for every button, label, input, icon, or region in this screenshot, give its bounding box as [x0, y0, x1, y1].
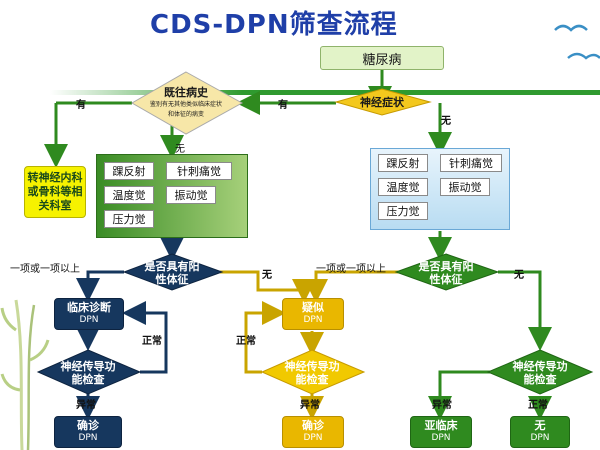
test-ankle-reflex-right: 踝反射	[378, 154, 428, 172]
label-normal-right: 正常	[528, 400, 548, 411]
confirm-title-middle: 确诊	[302, 419, 324, 432]
confirm-sub-middle: DPN	[303, 433, 323, 443]
subclinical-sub: DPN	[431, 433, 451, 443]
label-wu-right-decision: 无	[514, 270, 524, 281]
label-wu-history: 无	[175, 144, 185, 155]
positive-sign-label-left: 是否具有阳性体征	[144, 260, 200, 286]
history-title: 既往病史	[164, 86, 208, 99]
clinical-sub: DPN	[79, 315, 99, 325]
test-pinprick-left: 针刺痛觉	[166, 162, 232, 180]
nerve-test-label-left: 神经传导功能检查	[60, 360, 116, 386]
label-you-right: 有	[278, 100, 288, 111]
label-normal-left: 正常	[142, 336, 162, 347]
suspected-sub: DPN	[303, 315, 323, 325]
label-abnormal-left: 异常	[76, 400, 96, 411]
label-wu-right: 无	[441, 116, 451, 127]
positive-sign-diamond-left	[122, 253, 224, 291]
diabetes-label: 糖尿病	[362, 52, 402, 68]
history-line2: 和体征的病变	[167, 111, 204, 118]
transfer-text: 转神经内科或骨科等相关科室	[27, 171, 83, 212]
positive-sign-label-right: 是否具有阳性体征	[418, 260, 474, 286]
history-diamond	[130, 71, 244, 135]
diabetes-start-box: 糖尿病	[320, 46, 444, 70]
nerve-test-diamond-middle	[260, 349, 366, 395]
label-abnormal-right: 异常	[432, 400, 452, 411]
suspected-title: 疑似	[302, 301, 324, 314]
bird-icon	[567, 52, 600, 60]
bird-icon	[554, 24, 588, 32]
neuro-symptom-diamond	[334, 88, 432, 116]
nerve-test-label-right: 神经传导功能检查	[512, 360, 568, 386]
clinical-title: 临床诊断	[67, 301, 111, 314]
confirm-sub-left: DPN	[78, 433, 98, 443]
no-dpn-sub: DPN	[530, 433, 550, 443]
test-vibration-right: 振动觉	[440, 178, 490, 196]
subclinical-box: 亚临床 DPN	[410, 416, 472, 448]
test-pressure-left: 压力觉	[104, 210, 154, 228]
confirm-title-left: 确诊	[77, 419, 99, 432]
test-pressure-right: 压力觉	[378, 202, 428, 220]
test-temperature-right: 温度觉	[378, 178, 428, 196]
confirm-box-left: 确诊 DPN	[54, 416, 122, 448]
suspected-box: 疑似 DPN	[282, 298, 344, 330]
page-title: CDS-DPN筛查流程	[150, 10, 398, 40]
test-temperature-left: 温度觉	[104, 186, 154, 204]
neuro-symptom-label: 神经症状	[346, 94, 418, 110]
no-dpn-title: 无	[534, 419, 546, 432]
subclinical-title: 亚临床	[424, 419, 458, 432]
label-abnormal-middle: 异常	[300, 400, 320, 411]
neuro-symptom-text: 神经症状	[360, 96, 404, 109]
positive-sign-diamond-right	[394, 253, 500, 291]
test-pinprick-right: 针刺痛觉	[440, 154, 502, 172]
test-ankle-reflex-left: 踝反射	[104, 162, 154, 180]
transfer-box: 转神经内科或骨科等相关科室	[24, 166, 86, 218]
test-vibration-left: 振动觉	[166, 186, 216, 204]
label-one-or-more-left: 一项或一项以上	[10, 264, 80, 275]
confirm-box-middle: 确诊 DPN	[282, 416, 344, 448]
clinical-diagnosis-box: 临床诊断 DPN	[54, 298, 124, 330]
nerve-test-diamond-left	[36, 349, 142, 395]
label-normal-middle: 正常	[236, 336, 256, 347]
plant-decoration	[0, 299, 50, 450]
no-dpn-box: 无 DPN	[510, 416, 570, 448]
label-you-left: 有	[76, 100, 86, 111]
nerve-test-label-middle: 神经传导功能检查	[284, 360, 340, 386]
history-line1: 鉴别有无其他类似临床症状	[149, 101, 222, 108]
nerve-test-diamond-right	[486, 349, 594, 395]
label-one-or-more-right: 一项或一项以上	[316, 264, 386, 275]
label-wu-left-decision: 无	[262, 270, 272, 281]
history-label: 既往病史 鉴别有无其他类似临床症状 和体征的病变	[136, 84, 236, 124]
